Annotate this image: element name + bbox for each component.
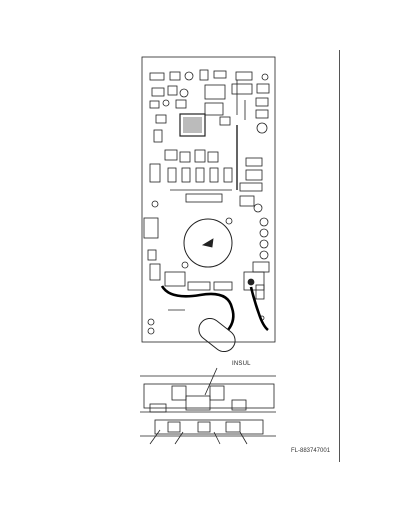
top-component-area <box>149 69 270 120</box>
ic-chip <box>153 113 268 143</box>
middle-component-area <box>149 125 263 213</box>
wire-harness <box>160 285 269 332</box>
insulator-callout: INSUL <box>232 361 251 367</box>
page-margin-line <box>339 50 340 462</box>
right-component-column <box>143 217 270 281</box>
part-number: FL-883747001 <box>291 448 331 454</box>
buzzer-speaker <box>181 217 233 269</box>
side-view-assembly <box>140 367 276 445</box>
lower-component-area <box>147 271 265 335</box>
connector-plug <box>198 317 236 353</box>
